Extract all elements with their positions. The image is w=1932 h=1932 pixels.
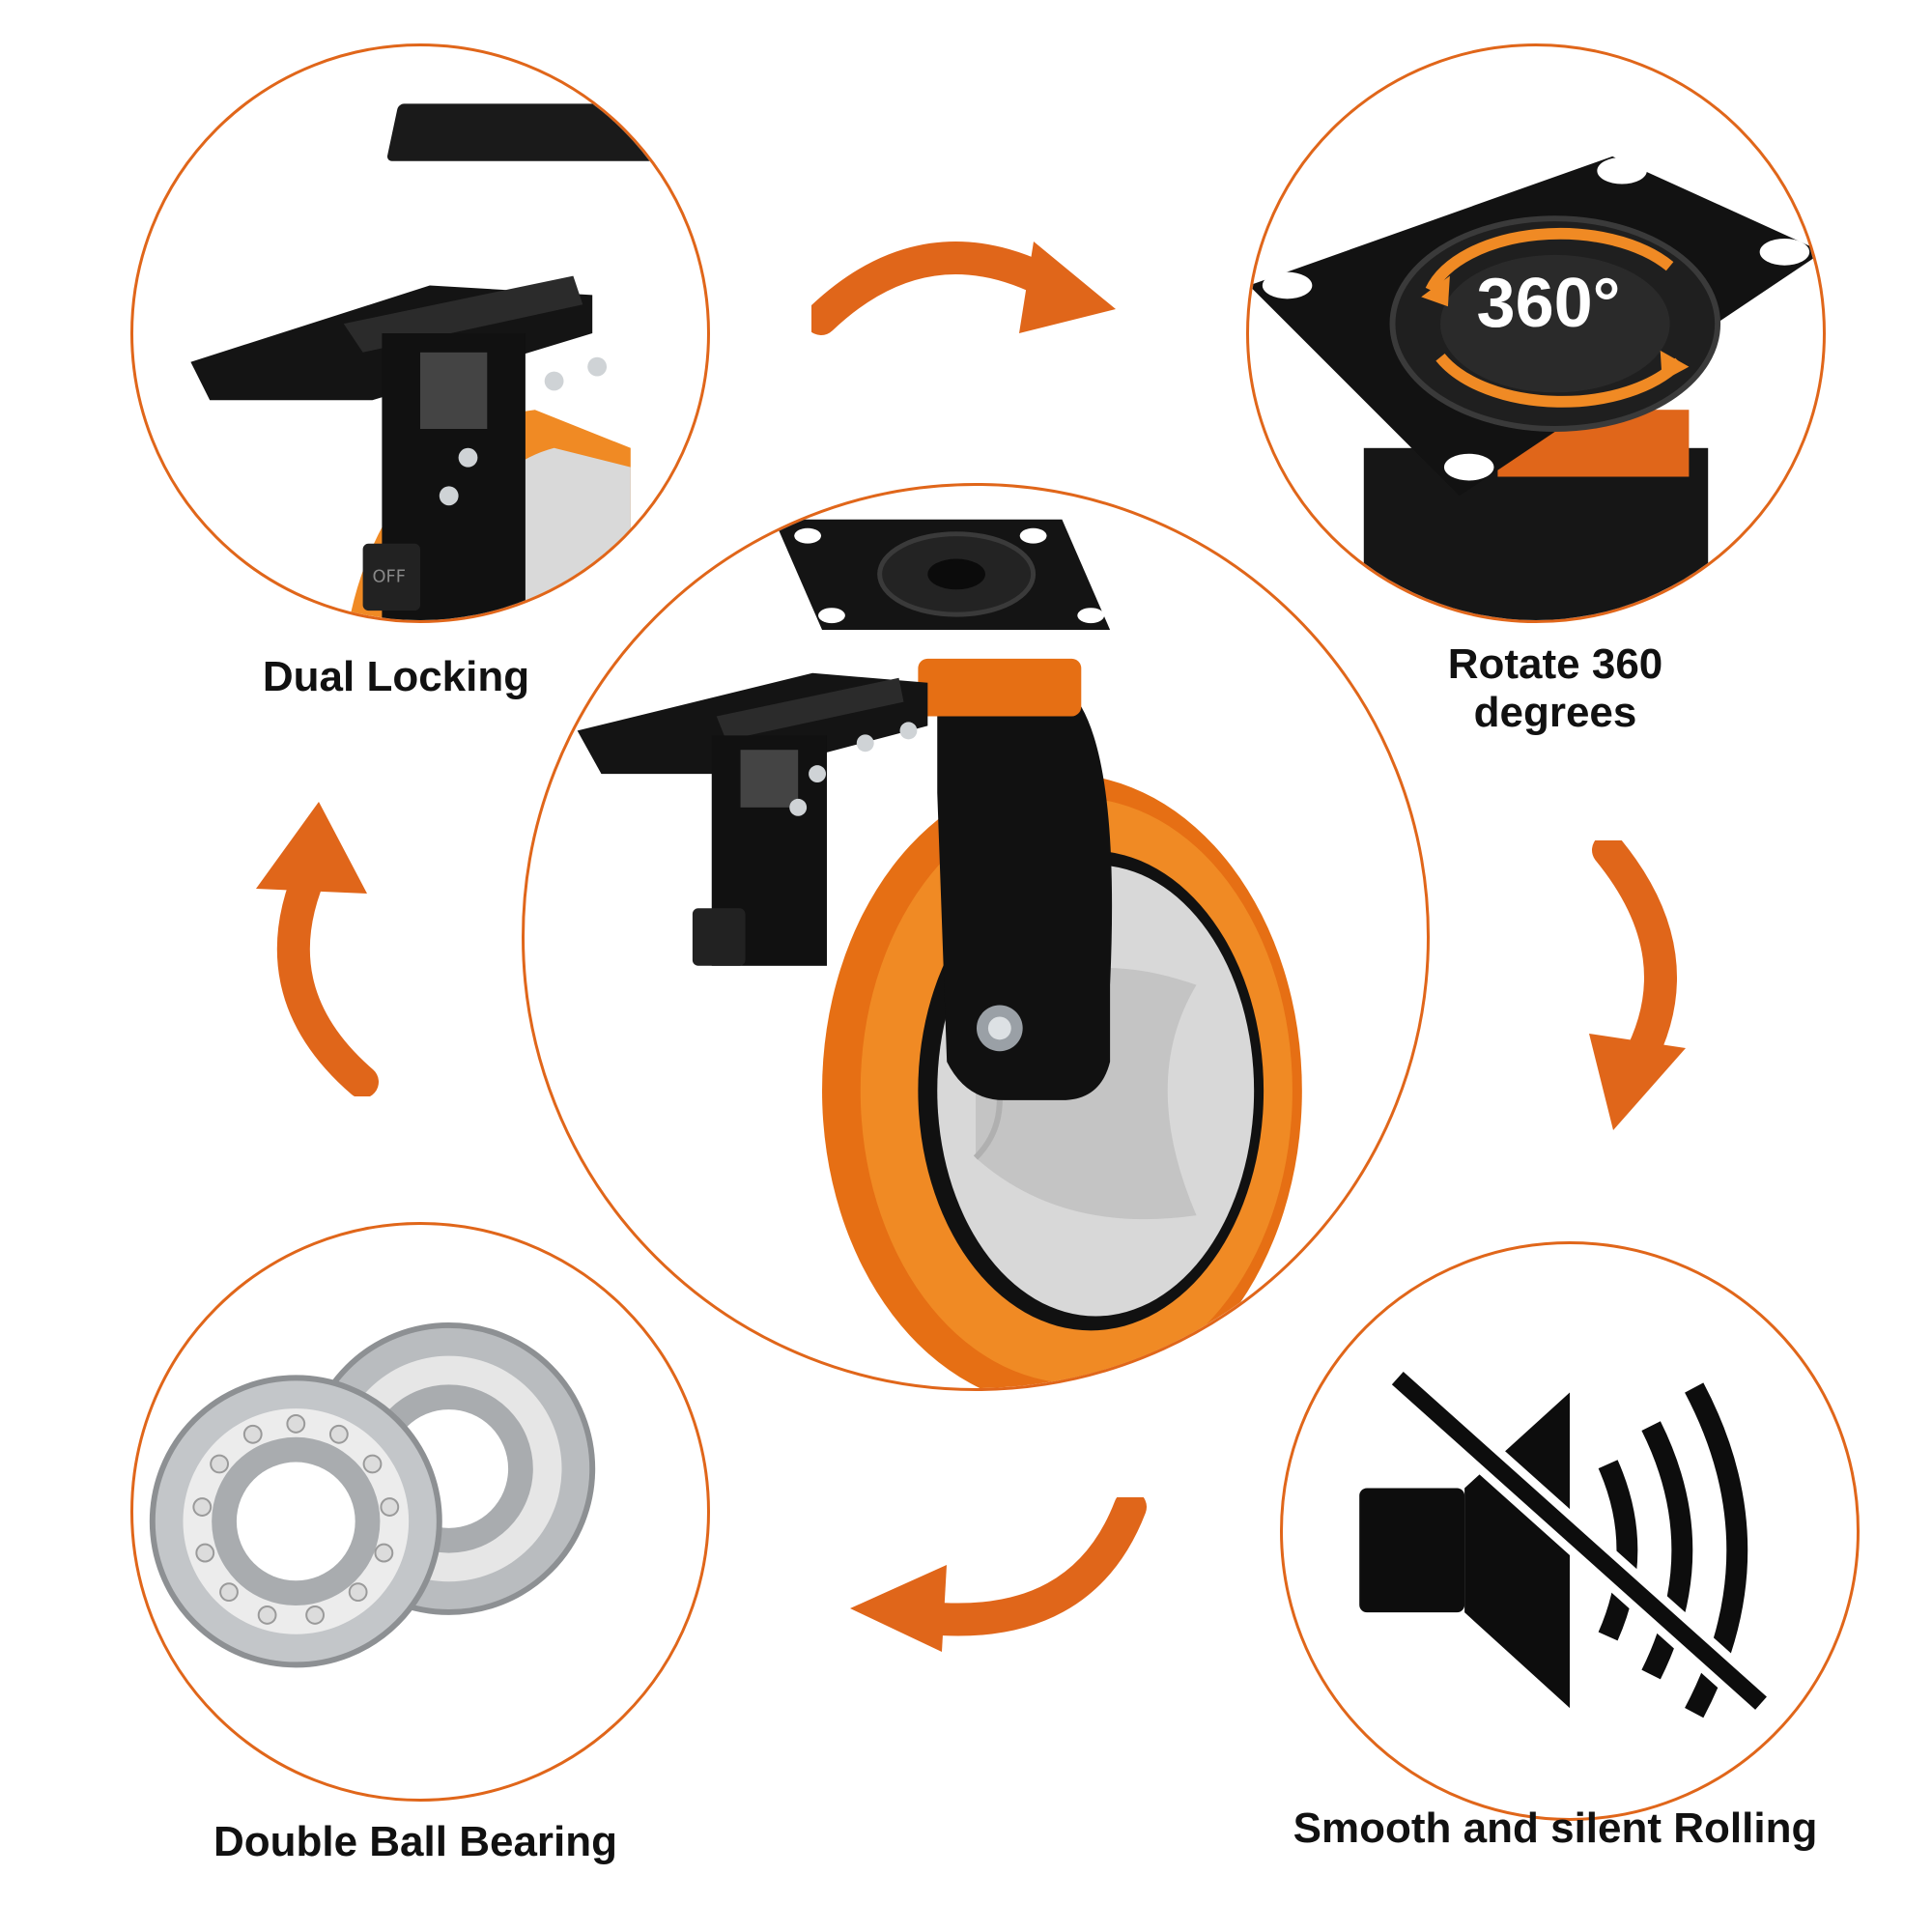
curved-arrow-icon xyxy=(1570,840,1695,1140)
dual-locking-label: Dual Locking xyxy=(262,653,530,700)
curved-arrow-icon xyxy=(246,797,382,1096)
rotate-360-badge: 360° xyxy=(1476,265,1621,342)
smooth-silent-rolling-label: Smooth and silent Rolling xyxy=(1293,1804,1818,1852)
rotate-360-label: Rotate 360 degrees xyxy=(1447,640,1663,736)
ball-bearing-icon xyxy=(149,1321,596,1668)
silent-rolling-circle xyxy=(1280,1241,1860,1821)
lever-off-text: OFF xyxy=(373,566,407,586)
brake-lever-icon: OFF xyxy=(190,103,685,620)
mute-speaker-icon xyxy=(1359,1365,1773,1719)
rotate-circle: 360° xyxy=(1246,43,1826,623)
caster-circle xyxy=(522,483,1430,1391)
swivel-plate-icon xyxy=(1249,156,1823,620)
dual-locking-circle: OFF xyxy=(130,43,710,623)
ball-bearing-circle xyxy=(130,1222,710,1802)
caster-wheel-icon xyxy=(577,519,1302,1388)
double-ball-bearing-label: Double Ball Bearing xyxy=(213,1818,618,1865)
curved-arrow-icon xyxy=(840,1497,1150,1652)
curved-arrow-icon xyxy=(811,227,1121,353)
